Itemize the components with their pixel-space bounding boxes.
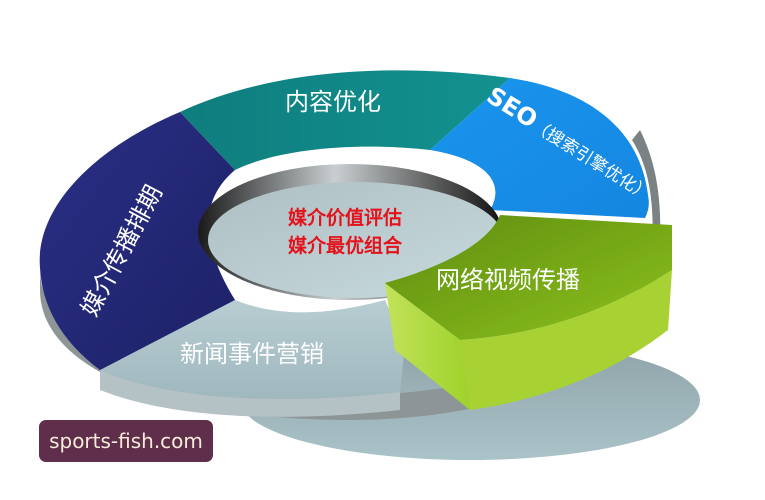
segment-content — [180, 70, 510, 170]
segment-media — [39, 112, 235, 370]
segment-seo — [430, 78, 649, 218]
segment-video-front — [460, 270, 672, 410]
segment-label-video: 网络视频传播 — [436, 266, 580, 294]
segment-label-content: 内容优化 — [285, 88, 381, 116]
segment-video-top — [385, 215, 672, 340]
watermark-badge: sports-fish.com — [39, 420, 213, 462]
hub-label-line2: 媒介最优组合 — [288, 234, 403, 257]
ring-rim-right — [632, 130, 661, 250]
segment-label-news: 新闻事件营销 — [180, 340, 324, 368]
segment-news-edge — [100, 370, 400, 417]
segment-news — [100, 300, 405, 399]
segment-video-side — [385, 283, 470, 410]
hub-label-line1: 媒介价值评估 — [288, 206, 402, 229]
